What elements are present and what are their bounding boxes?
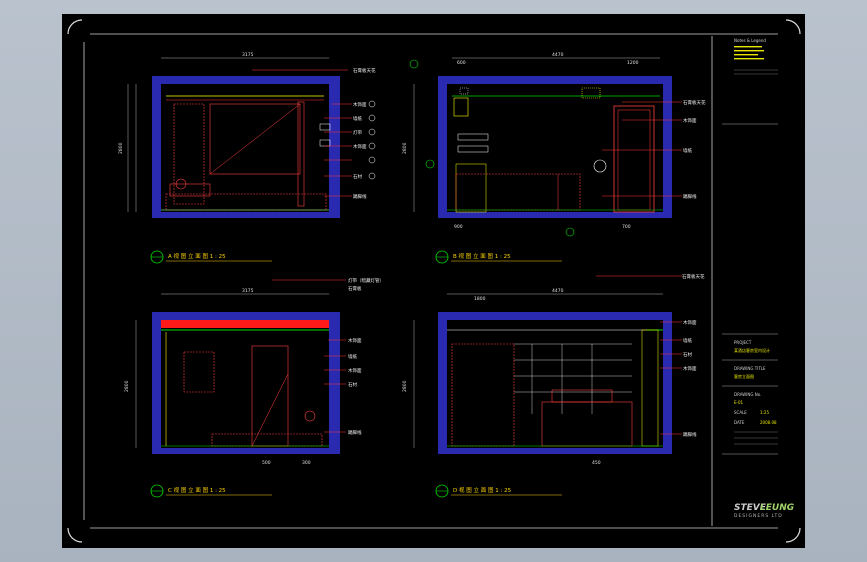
- label-7: 踢脚线: [353, 193, 367, 200]
- drawing-no-label: DRAWING No.: [734, 392, 761, 397]
- label-7: 踢脚线: [348, 429, 362, 436]
- dim-width: 3175: [242, 52, 254, 58]
- label-1: 石膏板天花: [683, 99, 706, 106]
- dim-small-1: 600: [457, 60, 466, 66]
- label-4: 灯带: [353, 129, 362, 136]
- drawing-title-value: 客房立面图: [734, 373, 754, 379]
- dim-small-2: 1200: [627, 60, 639, 66]
- corner-mark-bl: [67, 527, 83, 543]
- dim-width: 4470: [552, 288, 564, 294]
- label-5: 木饰面: [683, 365, 697, 372]
- drawing-no-value: E-01: [734, 400, 744, 405]
- project-value: 某酒店客房室内设计: [734, 347, 770, 353]
- scale-label: SCALE: [734, 410, 747, 415]
- label-4: 墙纸: [348, 353, 357, 360]
- dim-width: 3175: [242, 288, 254, 294]
- label-4: 石材: [683, 351, 692, 358]
- dim-height: 2800: [402, 142, 408, 154]
- title-block: Notes & Legend PROJECT 某酒店客房室内设计 DRAWING…: [722, 38, 794, 519]
- label-1: 石膏板天花: [682, 273, 705, 280]
- label-2: 木饰面: [683, 319, 697, 326]
- dim-small-5: 500: [262, 460, 271, 466]
- date-value: 2008.08: [760, 420, 777, 425]
- scale-value: 1:25: [760, 410, 769, 415]
- dim-small-4: 700: [622, 224, 631, 230]
- dim-small-7: 1800: [474, 296, 486, 302]
- view-caption: B 视 图 立 面 图 1 : 25: [453, 252, 511, 260]
- view-caption: C 视 图 立 面 图 1 : 25: [168, 486, 226, 494]
- elevation-view-b: 4470 600 1200 2800 石膏板天花 木饰面 墙纸 踢脚线 900 …: [402, 52, 706, 264]
- dim-height: 2800: [402, 380, 408, 392]
- view-caption: A 视 图 立 面 图 1 : 25: [168, 252, 226, 260]
- date-label: DATE: [734, 420, 745, 425]
- label-3: 墙纸: [683, 337, 692, 344]
- dim-width: 4470: [552, 52, 564, 58]
- label-1: 石膏板天花: [353, 67, 376, 74]
- dim-small-6: 300: [302, 460, 311, 466]
- label-6: 踢脚线: [683, 431, 697, 438]
- dim-height: 2800: [118, 142, 124, 154]
- label-3: 木饰面: [348, 337, 362, 344]
- label-3: 墙纸: [353, 115, 362, 122]
- cad-drawing: 3175 2800 石膏板天花 木饰面 墙纸 灯带 木饰面 石材 踢脚线 A 视…: [67, 19, 801, 543]
- label-3: 墙纸: [683, 147, 692, 154]
- elevation-view-d: 4470 1800 2800 石膏板天花 木饰面 墙纸 石材 木饰面 踢脚线 4…: [402, 273, 705, 498]
- dim-height: 2800: [124, 380, 130, 392]
- elevation-view-a: 3175 2800 石膏板天花 木饰面 墙纸 灯带 木饰面 石材 踢脚线 A 视…: [118, 52, 376, 264]
- label-2: 木饰面: [683, 117, 697, 124]
- label-4: 踢脚线: [683, 193, 697, 200]
- corner-mark-tl: [67, 19, 83, 35]
- label-2: 石膏板: [348, 285, 362, 292]
- label-1: 灯带（暗藏灯管）: [348, 277, 384, 284]
- wall-interior: [161, 84, 329, 212]
- dim-small-8: 450: [592, 460, 601, 466]
- project-label: PROJECT: [734, 340, 752, 345]
- drawing-sheet: 3175 2800 石膏板天花 木饰面 墙纸 灯带 木饰面 石材 踢脚线 A 视…: [62, 14, 805, 548]
- view-caption: D 视 图 立 面 图 1 : 25: [453, 486, 512, 494]
- label-5: 木饰面: [353, 143, 367, 150]
- label-5: 木饰面: [348, 367, 362, 374]
- dim-small-3: 900: [454, 224, 463, 230]
- label-6: 石材: [348, 381, 357, 388]
- brand-logo-part-a: STEVE: [734, 503, 767, 513]
- drawing-title-label: DRAWING TITLE: [734, 366, 766, 371]
- notes-heading: Notes & Legend: [734, 38, 766, 43]
- brand-subtitle: DESIGNERS LTD: [734, 513, 783, 519]
- label-2: 木饰面: [353, 101, 367, 108]
- corner-mark-tr: [785, 19, 801, 35]
- elevation-view-c: 3175 2800 灯带（暗藏灯管） 石膏板 木饰面 墙纸 木饰面 石材 踢脚线…: [124, 277, 384, 498]
- corner-mark-br: [785, 527, 801, 543]
- label-6: 石材: [353, 173, 362, 180]
- brand-logo-part-b: LEUNG: [760, 503, 794, 513]
